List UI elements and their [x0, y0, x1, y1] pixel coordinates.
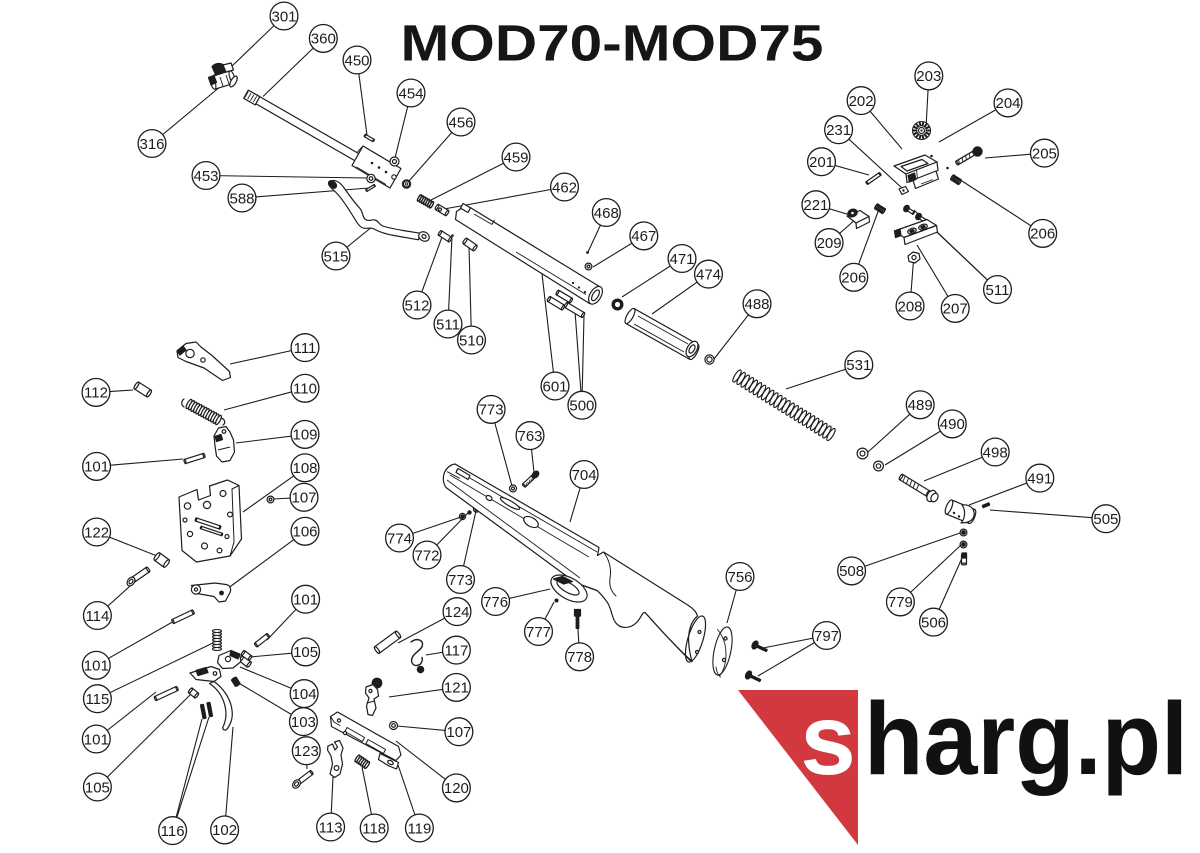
- svg-text:500: 500: [569, 398, 594, 415]
- svg-text:779: 779: [888, 594, 913, 611]
- svg-text:101: 101: [84, 658, 109, 675]
- svg-text:110: 110: [293, 381, 317, 398]
- svg-text:490: 490: [940, 416, 965, 433]
- svg-text:207: 207: [943, 301, 968, 318]
- svg-text:124: 124: [444, 604, 469, 621]
- svg-text:116: 116: [161, 823, 185, 840]
- svg-text:101: 101: [84, 731, 109, 748]
- svg-text:108: 108: [292, 460, 317, 477]
- svg-text:489: 489: [908, 397, 933, 414]
- svg-text:506: 506: [921, 614, 946, 631]
- svg-text:467: 467: [631, 228, 656, 245]
- svg-text:756: 756: [727, 569, 752, 586]
- svg-text:107: 107: [291, 490, 316, 507]
- svg-text:508: 508: [839, 563, 864, 580]
- svg-text:797: 797: [814, 628, 839, 645]
- svg-text:453: 453: [193, 168, 218, 185]
- svg-text:471: 471: [669, 251, 694, 268]
- svg-text:harg.pl: harg.pl: [864, 681, 1188, 796]
- svg-text:488: 488: [744, 296, 769, 313]
- svg-text:231: 231: [826, 122, 851, 139]
- svg-text:601: 601: [542, 378, 567, 395]
- svg-text:103: 103: [291, 714, 316, 731]
- svg-text:704: 704: [572, 467, 597, 484]
- svg-text:772: 772: [414, 547, 439, 564]
- svg-text:105: 105: [293, 644, 318, 661]
- svg-text:777: 777: [526, 624, 551, 641]
- svg-text:123: 123: [294, 743, 319, 760]
- svg-text:s: s: [800, 684, 856, 796]
- svg-text:104: 104: [292, 686, 317, 703]
- svg-text:221: 221: [803, 197, 828, 214]
- svg-text:MOD70-MOD75: MOD70-MOD75: [401, 15, 824, 72]
- svg-text:468: 468: [594, 205, 619, 222]
- svg-text:776: 776: [483, 594, 508, 611]
- svg-text:498: 498: [983, 444, 1008, 461]
- svg-text:101: 101: [293, 592, 318, 609]
- svg-text:510: 510: [459, 332, 484, 349]
- svg-text:119: 119: [407, 820, 431, 837]
- svg-text:456: 456: [448, 114, 473, 131]
- svg-text:474: 474: [696, 266, 721, 283]
- svg-text:316: 316: [139, 136, 164, 153]
- svg-text:209: 209: [817, 235, 842, 252]
- svg-text:204: 204: [995, 95, 1020, 112]
- svg-text:109: 109: [292, 427, 317, 444]
- svg-text:115: 115: [85, 691, 109, 708]
- svg-text:774: 774: [387, 530, 412, 547]
- svg-text:118: 118: [362, 820, 386, 837]
- svg-text:201: 201: [809, 154, 834, 171]
- svg-text:505: 505: [1093, 511, 1118, 528]
- svg-text:102: 102: [212, 822, 237, 839]
- svg-text:773: 773: [448, 572, 473, 589]
- svg-text:515: 515: [323, 248, 348, 265]
- svg-text:205: 205: [1032, 145, 1057, 162]
- svg-text:459: 459: [503, 149, 528, 166]
- svg-text:360: 360: [311, 31, 336, 48]
- svg-text:206: 206: [841, 270, 866, 287]
- svg-text:203: 203: [916, 68, 941, 85]
- svg-text:450: 450: [344, 52, 369, 69]
- svg-text:111: 111: [294, 340, 317, 357]
- svg-text:114: 114: [85, 608, 109, 625]
- svg-text:454: 454: [398, 85, 423, 102]
- svg-text:101: 101: [84, 459, 109, 476]
- svg-text:208: 208: [897, 298, 922, 315]
- svg-text:462: 462: [552, 179, 577, 196]
- svg-text:491: 491: [1027, 470, 1052, 487]
- svg-text:106: 106: [292, 524, 317, 541]
- svg-text:512: 512: [404, 297, 429, 314]
- svg-text:588: 588: [229, 190, 254, 207]
- svg-text:206: 206: [1030, 226, 1055, 243]
- svg-text:105: 105: [85, 779, 110, 796]
- svg-text:763: 763: [517, 428, 542, 445]
- svg-text:122: 122: [84, 524, 109, 541]
- svg-text:121: 121: [444, 680, 469, 697]
- svg-text:301: 301: [271, 8, 296, 25]
- svg-text:531: 531: [846, 357, 871, 374]
- svg-text:113: 113: [319, 819, 343, 836]
- svg-text:773: 773: [479, 402, 504, 419]
- svg-text:107: 107: [446, 724, 471, 741]
- svg-text:778: 778: [567, 649, 592, 666]
- svg-text:117: 117: [444, 642, 468, 659]
- svg-text:511: 511: [986, 282, 1010, 299]
- svg-text:112: 112: [84, 385, 108, 402]
- svg-text:202: 202: [849, 93, 874, 110]
- svg-text:120: 120: [444, 780, 469, 797]
- svg-text:511: 511: [436, 316, 460, 333]
